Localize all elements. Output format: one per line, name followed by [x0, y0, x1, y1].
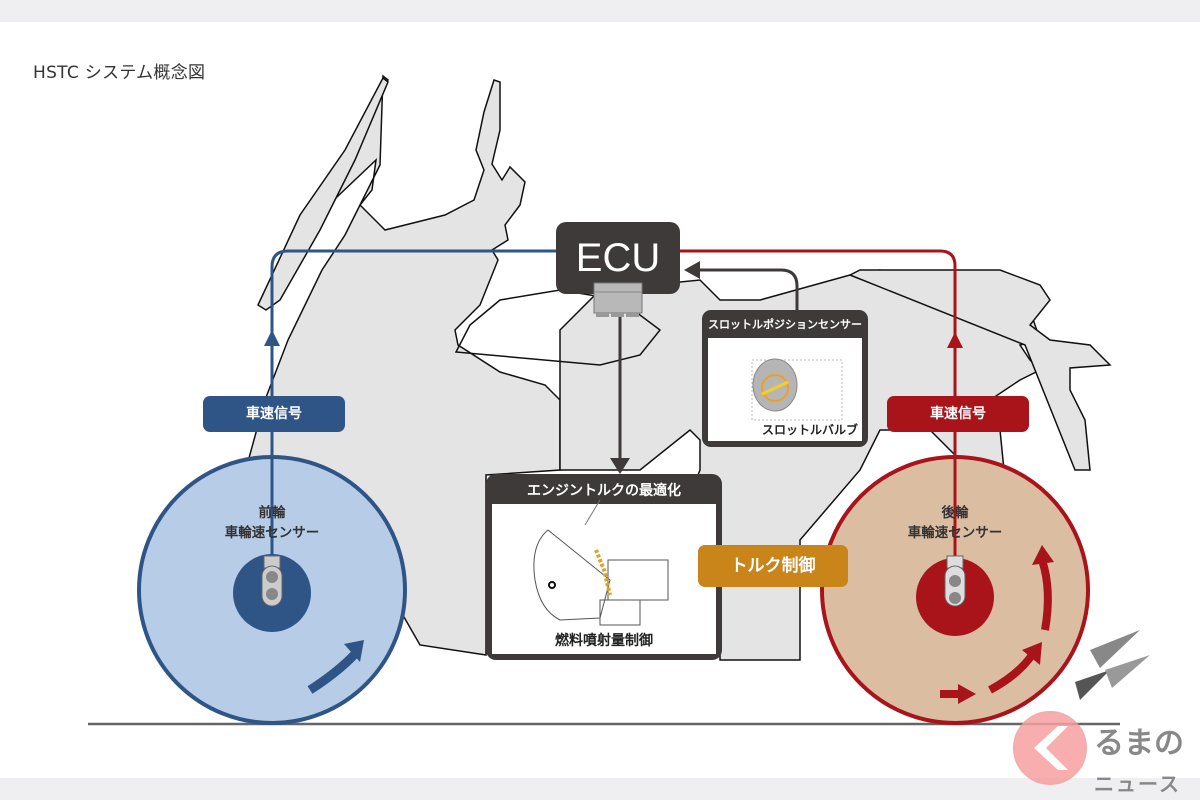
- front-sensor-label: 前輪 車輪速センサー: [212, 503, 332, 543]
- motorcycle-tail: [848, 269, 1112, 471]
- front-signal-arrowhead: [264, 330, 280, 346]
- rear-sensor-icon: [944, 546, 966, 607]
- engine-box-header: エンジントルクの最適化: [527, 483, 681, 499]
- throttle-valve-illustration: [751, 358, 843, 421]
- slip-mark-1: [1075, 670, 1110, 700]
- rear-rotation-arrowhead-3: [1032, 545, 1054, 565]
- rear-rotation-arrow-3: [1038, 558, 1052, 631]
- throttle-to-ecu-arrowhead: [684, 261, 700, 279]
- front-signal-line: [270, 249, 556, 546]
- rear-rotation-arrowhead-1: [958, 684, 976, 704]
- ecu-to-engine-arrowhead: [610, 458, 630, 474]
- rear-rotation-arrowhead-2: [1022, 642, 1042, 665]
- rear-sensor-label: 後輪 車輪速センサー: [895, 503, 1015, 543]
- front-rotation-arrowhead: [344, 640, 364, 662]
- ecu-label: ECU: [575, 236, 661, 280]
- kuruma-logo-icon: [1013, 711, 1087, 785]
- front-speed-signal-label: 車速信号: [203, 396, 345, 432]
- bottom-band: [0, 778, 1200, 800]
- ecu-connector: [593, 282, 643, 314]
- front-sensor-label-line2: 車輪速センサー: [224, 525, 320, 541]
- diagram-title: HSTC システム概念図: [33, 63, 206, 83]
- throttle-to-ecu-line: [694, 268, 799, 310]
- logo-text-line1: るまの: [1094, 726, 1184, 761]
- rear-signal-line: [680, 249, 957, 546]
- throttle-box-header: スロットルポジションセンサー: [708, 318, 862, 331]
- rear-signal-arrowhead: [947, 332, 963, 348]
- rear-speed-signal-label: 車速信号: [887, 396, 1029, 432]
- throttle-box-caption: スロットルバルブ: [761, 423, 858, 437]
- rear-sensor-label-line2: 車輪速センサー: [907, 525, 1003, 541]
- rear-sensor-label-line1: 後輪: [941, 505, 969, 521]
- rear-rotation-arrow-2: [988, 652, 1036, 694]
- engine-illustration: [533, 499, 669, 626]
- slip-mark-3: [1105, 655, 1150, 688]
- torque-control-label: トルク制御: [698, 545, 848, 587]
- front-sensor-label-line1: 前輪: [258, 505, 286, 521]
- front-sensor-icon: [261, 546, 283, 607]
- slip-mark-2: [1090, 630, 1140, 668]
- top-band: [0, 0, 1200, 22]
- front-rotation-arrow: [307, 650, 359, 694]
- ecu-box: [556, 222, 680, 294]
- logo-text-line2: ニュース: [1094, 772, 1181, 796]
- engine-box-caption: 燃料噴射量制御: [555, 633, 653, 649]
